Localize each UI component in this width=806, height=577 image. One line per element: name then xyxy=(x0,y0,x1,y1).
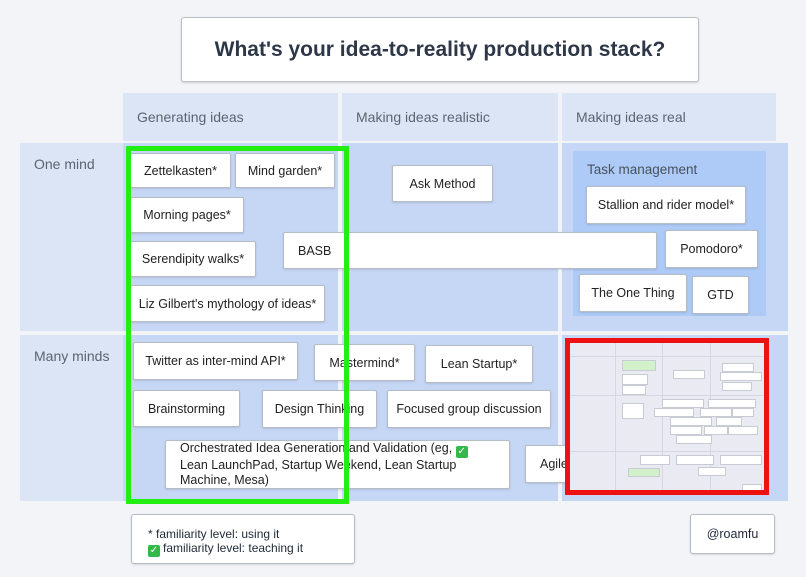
card-ask-method[interactable]: Ask Method xyxy=(392,165,493,202)
card-gtd[interactable]: GTD xyxy=(692,276,749,314)
row-header-many-minds: Many minds xyxy=(20,335,123,501)
embedded-board-thumbnail[interactable] xyxy=(565,338,769,495)
card-zettelkasten[interactable]: Zettelkasten* xyxy=(130,153,231,188)
legend-teaching-it: ✓familiarity level: teaching it xyxy=(148,541,304,557)
checkmark-icon: ✓ xyxy=(455,446,468,458)
row-header-one-mind: One mind xyxy=(20,143,123,331)
task-management-label: Task management xyxy=(587,162,698,177)
card-focused-group-discussion[interactable]: Focused group discussion xyxy=(387,390,551,428)
card-twitter-inter-mind-api[interactable]: Twitter as inter-mind API* xyxy=(133,342,298,380)
legend: * familiarity level: using it ✓familiari… xyxy=(131,514,355,564)
checkmark-icon: ✓ xyxy=(148,545,160,557)
legend-using-it: * familiarity level: using it xyxy=(148,527,280,541)
card-mind-garden[interactable]: Mind garden* xyxy=(235,153,335,188)
author-tag[interactable]: @roamfu xyxy=(690,514,775,554)
card-brainstorming[interactable]: Brainstorming xyxy=(133,390,240,427)
card-lean-startup[interactable]: Lean Startup* xyxy=(425,345,533,383)
card-liz-gilbert[interactable]: Liz Gilbert's mythology of ideas* xyxy=(130,285,325,322)
highlight-generating-ideas xyxy=(126,146,349,504)
card-the-one-thing[interactable]: The One Thing xyxy=(579,274,687,312)
card-pomodoro[interactable]: Pomodoro* xyxy=(665,230,758,268)
card-stallion-rider[interactable]: Stallion and rider model* xyxy=(586,186,746,224)
column-header-making-ideas-realistic: Making ideas realistic xyxy=(342,93,558,141)
card-orchestrated-idea-generation[interactable]: Orchestrated Idea Generation and Validat… xyxy=(165,440,510,489)
column-header-generating-ideas: Generating ideas xyxy=(123,93,338,141)
card-serendipity-walks[interactable]: Serendipity walks* xyxy=(130,241,256,277)
column-header-making-ideas-real: Making ideas real xyxy=(562,93,776,141)
card-design-thinking[interactable]: Design Thinking xyxy=(262,390,377,428)
card-mastermind[interactable]: Mastermind* xyxy=(314,344,415,381)
card-morning-pages[interactable]: Morning pages* xyxy=(130,197,244,233)
card-orchestrated-text: Orchestrated Idea Generation and Validat… xyxy=(180,441,468,487)
board-title: What's your idea-to-reality production s… xyxy=(181,17,699,82)
